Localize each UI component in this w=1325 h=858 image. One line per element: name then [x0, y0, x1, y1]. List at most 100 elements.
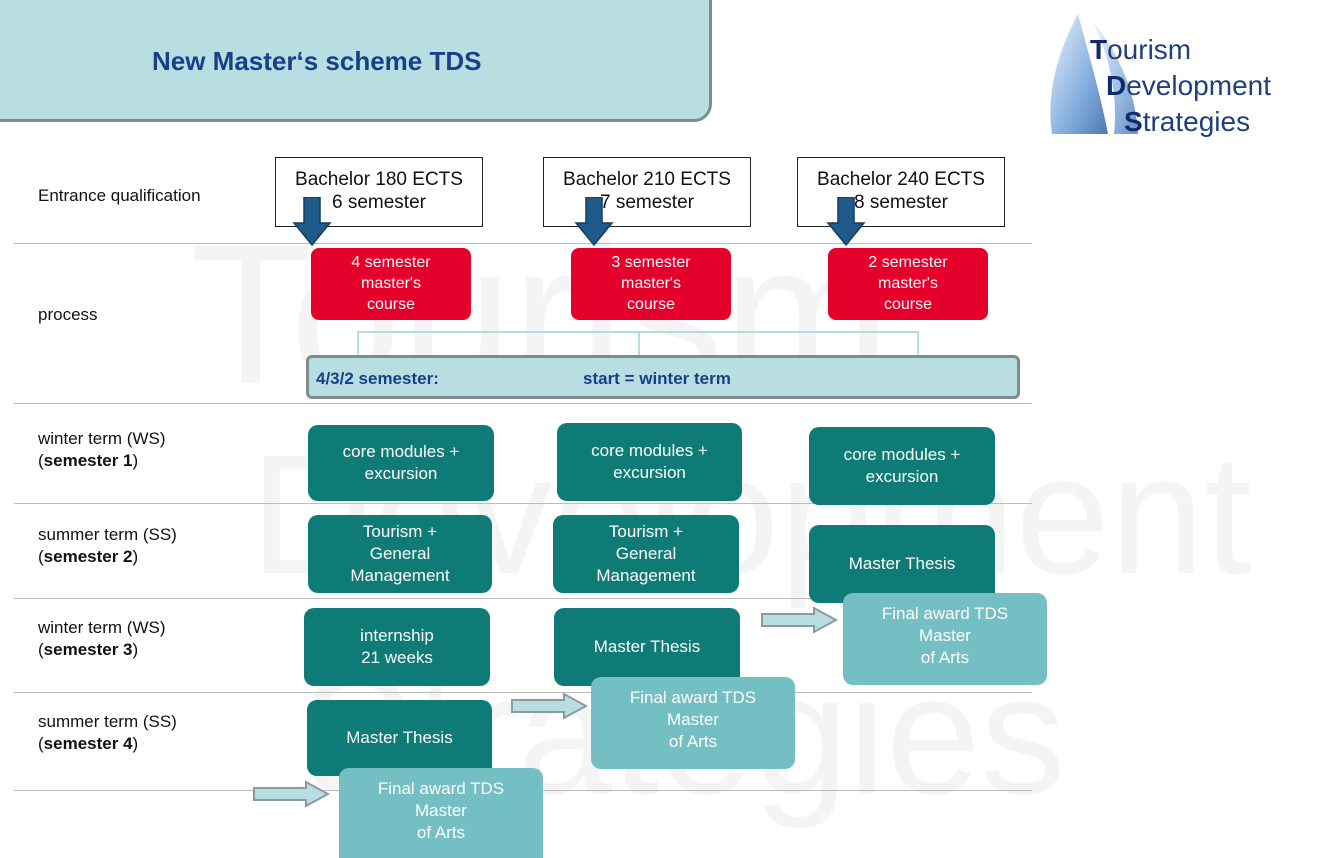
row-term: winter term (WS): [38, 618, 166, 637]
module-line: Master Thesis: [848, 554, 956, 573]
course-line: course: [366, 296, 416, 313]
bachelor-semesters: 7 semester: [600, 192, 694, 213]
module-line: General: [615, 544, 677, 563]
bachelor-ects: Bachelor 240 ECTS: [817, 169, 985, 190]
right-arrow-icon: [511, 692, 589, 720]
course-box-2-semester: 2 semester master's course: [828, 248, 988, 320]
module-core-excursion: core modules + excursion: [308, 425, 494, 501]
award-line: Final award TDS: [377, 779, 505, 798]
bachelor-box-240: Bachelor 240 ECTS 8 semester: [797, 157, 1005, 227]
award-line: of Arts: [920, 648, 970, 667]
module-line: core modules +: [342, 442, 460, 461]
page-title: New Master‘s scheme TDS: [152, 46, 482, 76]
module-line: excursion: [613, 463, 686, 482]
row-semester: (semester 4): [38, 734, 139, 753]
final-award-box: Final award TDS Master of Arts: [843, 593, 1047, 685]
module-line: Tourism +: [608, 522, 684, 541]
row-divider: [14, 598, 1032, 599]
award-line: Final award TDS: [881, 604, 1009, 623]
row-label-semester-2: summer term (SS) (semester 2): [38, 524, 177, 568]
course-line: course: [626, 296, 676, 313]
course-line: master's: [361, 275, 421, 292]
row-semester: (semester 1): [38, 451, 139, 470]
logo-text-2: evelopment: [1126, 70, 1271, 101]
module-line: excursion: [364, 464, 438, 483]
row-term: winter term (WS): [38, 429, 166, 448]
course-line: master's: [621, 275, 681, 292]
final-award-box: Final award TDS Master of Arts: [591, 677, 795, 769]
row-divider: [14, 503, 1032, 504]
down-arrow-icon: [292, 197, 332, 247]
logo-text-1: ourism: [1107, 34, 1192, 65]
row-label-semester-1: winter term (WS) (semester 1): [38, 428, 166, 472]
row-label-entrance: Entrance qualification: [38, 186, 201, 205]
row-semester-bold: semester 1: [43, 451, 133, 470]
bachelor-box-210: Bachelor 210 ECTS 7 semester: [543, 157, 751, 227]
module-internship: internship 21 weeks: [304, 608, 490, 686]
module-line: Management: [596, 566, 696, 585]
down-arrow-icon: [826, 197, 866, 247]
award-line: Master: [667, 710, 719, 729]
course-line: 3 semester: [611, 254, 691, 271]
course-line: course: [883, 296, 933, 313]
bachelor-semesters: 8 semester: [854, 192, 948, 213]
right-arrow-icon: [253, 780, 331, 808]
row-divider: [14, 403, 1032, 404]
logo-line-tourism: Tourism: [1090, 34, 1192, 65]
bachelor-ects: Bachelor 210 ECTS: [563, 169, 731, 190]
logo-line-development: Development: [1106, 70, 1271, 101]
row-divider: [14, 243, 1032, 244]
course-box-4-semester: 4 semester master's course: [311, 248, 471, 320]
start-bar-semesters: 4/3/2 semester:: [316, 369, 439, 388]
award-line: of Arts: [668, 732, 718, 751]
row-term: summer term (SS): [38, 525, 177, 544]
bachelor-semesters: 6 semester: [332, 192, 426, 213]
module-line: General: [369, 544, 431, 563]
module-line: Master Thesis: [346, 728, 453, 747]
module-master-thesis: Master Thesis: [554, 608, 740, 686]
course-line: master's: [878, 275, 938, 292]
row-divider: [14, 692, 1032, 693]
course-box-3-semester: 3 semester master's course: [571, 248, 731, 320]
start-term-bar: [306, 355, 1020, 399]
module-line: Tourism +: [362, 522, 438, 541]
module-line: Master Thesis: [593, 637, 701, 656]
course-line: 4 semester: [351, 254, 431, 271]
award-line: Final award TDS: [629, 688, 757, 707]
course-line: 2 semester: [868, 254, 948, 271]
title-box: [0, 0, 712, 122]
module-core-excursion: core modules + excursion: [557, 423, 742, 501]
award-line: Master: [415, 801, 467, 820]
bachelor-box-180: Bachelor 180 ECTS 6 semester: [275, 157, 483, 227]
row-label-semester-4: summer term (SS) (semester 4): [38, 711, 177, 755]
module-line: internship: [360, 626, 434, 645]
module-line: excursion: [865, 467, 939, 486]
row-label-semester-3: winter term (WS) (semester 3): [38, 617, 166, 661]
row-semester: (semester 3): [38, 640, 139, 659]
sail-logo-icon: [1050, 14, 1138, 134]
down-arrow-icon: [574, 197, 614, 247]
logo-text-3: trategies: [1142, 106, 1251, 137]
start-bar-start: start = winter term: [583, 369, 731, 388]
final-award-box: Final award TDS Master of Arts: [339, 768, 543, 858]
module-line: core modules +: [591, 441, 708, 460]
row-term: summer term (SS): [38, 712, 177, 731]
bachelor-ects: Bachelor 180 ECTS: [295, 169, 463, 190]
row-semester: (semester 2): [38, 547, 139, 566]
award-line: Master: [919, 626, 971, 645]
row-label-process: process: [38, 305, 98, 324]
module-line: core modules +: [843, 445, 961, 464]
module-core-excursion: core modules + excursion: [809, 427, 995, 505]
module-tourism-management: Tourism + General Management: [308, 515, 492, 593]
row-semester-bold: semester 3: [43, 640, 133, 659]
right-arrow-icon: [761, 606, 839, 634]
module-master-thesis: Master Thesis: [307, 700, 492, 776]
award-line: of Arts: [416, 823, 466, 842]
module-line: 21 weeks: [361, 648, 433, 667]
bracket-connector: [357, 331, 919, 357]
module-master-thesis: Master Thesis: [809, 525, 995, 603]
logo-line-strategies: Strategies: [1124, 106, 1251, 137]
row-semester-bold: semester 4: [43, 734, 133, 753]
module-line: Management: [350, 566, 450, 585]
row-semester-bold: semester 2: [43, 547, 133, 566]
